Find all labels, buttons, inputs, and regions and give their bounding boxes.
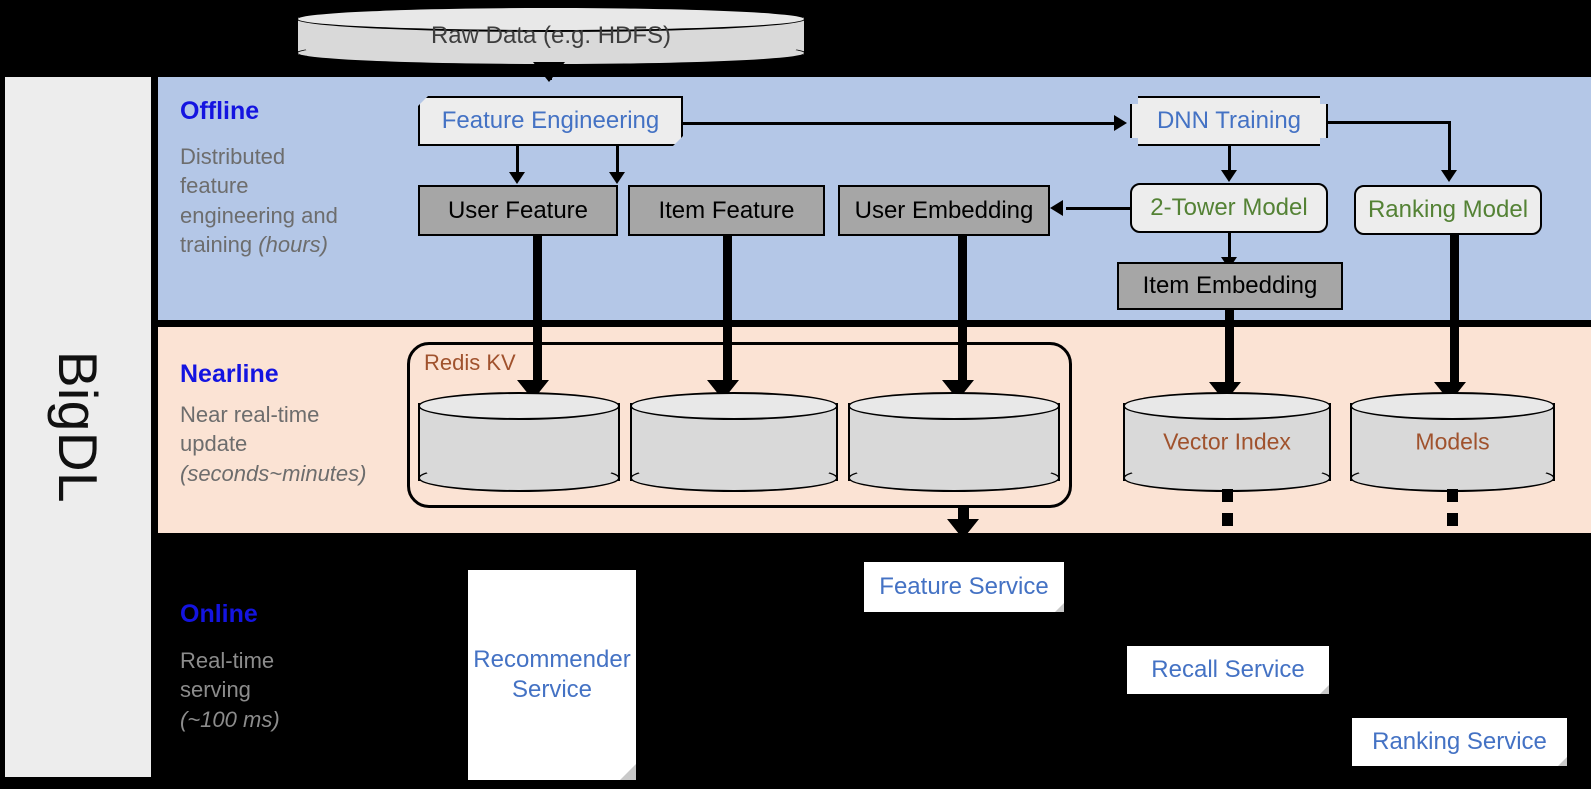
band-title-offline: Offline <box>180 97 260 125</box>
band-subtitle-nearline: Near real-time update (seconds~minutes) <box>180 400 405 488</box>
node-user-embedding[interactable]: User Embedding <box>838 185 1050 236</box>
offline-sub-l3: engineering and <box>180 202 338 228</box>
offline-sub-l1: Distributed <box>180 144 286 169</box>
item-feature-label: Item Feature <box>658 196 795 224</box>
feature-service-label: Feature Service <box>879 573 1049 600</box>
redis-cylinder-user-embedding[interactable] <box>848 392 1060 492</box>
node-item-feature[interactable]: Item Feature <box>628 185 825 236</box>
connector-userfeature-redis <box>533 236 542 386</box>
cylinder-top <box>418 392 620 420</box>
cylinder-top <box>296 6 806 32</box>
user-embedding-label: User Embedding <box>854 196 1034 224</box>
raw-data-cylinder[interactable]: Raw Data (e.g. HDFS) <box>296 6 806 66</box>
feature-engineering-label: Feature Engineering <box>441 107 660 134</box>
models-cylinder[interactable]: Models <box>1350 392 1555 492</box>
cylinder-top <box>1123 392 1331 420</box>
redis-cylinder-item-feature[interactable] <box>630 392 838 492</box>
cylinder-top <box>1350 392 1555 420</box>
connector-models-ranking-seg2 <box>1447 513 1458 526</box>
vector-index-cylinder[interactable]: Vector Index <box>1123 392 1331 492</box>
arrowhead-fe-userfeature <box>509 172 525 184</box>
node-feature-service[interactable]: Feature Service <box>864 562 1064 612</box>
nearline-sub-italic: (seconds~minutes) <box>180 460 367 486</box>
online-sub-italic: (~100 ms) <box>180 706 280 732</box>
cylinder-bottom <box>1123 464 1331 492</box>
node-feature-engineering[interactable]: Feature Engineering <box>418 96 683 146</box>
item-embedding-label: Item Embedding <box>1142 272 1318 299</box>
node-recall-service[interactable]: Recall Service <box>1127 646 1329 694</box>
arrowhead-redis-featureservice <box>947 519 979 539</box>
cylinder-top <box>848 392 1060 420</box>
offline-sub-l4: training <box>180 231 259 257</box>
redis-kv-container[interactable] <box>407 342 1072 508</box>
connector-twotower-userembedding <box>1066 207 1132 210</box>
node-user-feature[interactable]: User Feature <box>418 185 618 236</box>
dnn-training-label: DNN Training <box>1156 107 1302 134</box>
cylinder-top <box>630 392 838 420</box>
connector-redis-featureservice-seg <box>958 506 969 519</box>
connector-dnn-twotower <box>1228 146 1231 172</box>
node-dnn-training[interactable]: DNN Training <box>1130 96 1328 146</box>
page-fold-icon <box>1055 603 1064 612</box>
connector-itememb-vectorindex <box>1225 310 1234 388</box>
bigdl-label: BigDL <box>47 350 109 504</box>
online-sub-l2: serving <box>180 677 251 703</box>
node-ranking-service[interactable]: Ranking Service <box>1352 718 1567 766</box>
recommender-service-label: Recommender Service <box>473 646 631 703</box>
connector-fe-itemfeature <box>616 146 619 174</box>
vector-index-label: Vector Index <box>1163 428 1291 455</box>
band-title-nearline: Nearline <box>180 360 279 388</box>
cylinder-bottom <box>418 464 620 492</box>
cylinder-bottom <box>630 464 838 492</box>
connector-itemfeature-redis <box>723 236 732 386</box>
raw-data-label: Raw Data (e.g. HDFS) <box>430 22 672 49</box>
connector-fe-userfeature <box>516 146 519 174</box>
node-item-embedding[interactable]: Item Embedding <box>1117 262 1343 310</box>
recall-service-label: Recall Service <box>1151 656 1305 683</box>
offline-sub-italic: (hours) <box>258 231 328 257</box>
page-fold-icon <box>1558 757 1567 766</box>
page-fold-icon <box>620 764 636 780</box>
arrowhead-fe-dnn <box>1114 115 1127 131</box>
connector-models-ranking-seg1 <box>1447 489 1458 502</box>
node-ranking-model[interactable]: Ranking Model <box>1354 185 1542 235</box>
connector-vectorindex-recall-seg2 <box>1222 513 1233 526</box>
nearline-sub-l2: update <box>180 431 248 457</box>
cylinder-bottom <box>848 464 1060 492</box>
page-fold-icon <box>1320 685 1329 694</box>
connector-vectorindex-recall-seg1 <box>1222 489 1233 502</box>
online-sub-l1: Real-time <box>180 648 275 673</box>
cylinder-bottom <box>1350 464 1555 492</box>
two-tower-model-label: 2-Tower Model <box>1150 194 1308 221</box>
node-2-tower-model[interactable]: 2-Tower Model <box>1130 183 1328 233</box>
ranking-model-label: Ranking Model <box>1367 196 1529 223</box>
bigdl-framework-rail: BigDL <box>5 77 151 777</box>
connector-fe-dnn <box>683 122 1115 125</box>
connector-rankingmodel-models <box>1450 235 1459 388</box>
offline-sub-l2: feature <box>180 173 249 199</box>
models-label: Models <box>1415 428 1490 455</box>
band-title-online: Online <box>180 600 258 628</box>
node-recommender-service[interactable]: Recommender Service <box>468 570 636 780</box>
arrowhead-twotower-userembedding <box>1050 200 1063 216</box>
arrowhead-rawdata-fe <box>533 62 565 82</box>
arrowhead-dnn-ranking <box>1441 170 1457 182</box>
user-feature-label: User Feature <box>447 196 589 224</box>
connector-dnn-ranking-v <box>1448 121 1451 172</box>
nearline-sub-l1: Near real-time <box>180 402 320 427</box>
arrowhead-dnn-twotower <box>1221 170 1237 182</box>
arrowhead-fe-itemfeature <box>609 172 625 184</box>
band-subtitle-offline: Distributed feature engineering and trai… <box>180 142 395 259</box>
redis-cylinder-user-feature[interactable] <box>418 392 620 492</box>
connector-userembedding-redis <box>958 236 967 386</box>
band-subtitle-online: Real-time serving (~100 ms) <box>180 646 395 734</box>
connector-twotower-itememb <box>1228 233 1231 259</box>
redis-kv-label: Redis KV <box>424 350 516 375</box>
connector-dnn-ranking-h <box>1326 121 1451 124</box>
ranking-service-label: Ranking Service <box>1372 728 1547 755</box>
